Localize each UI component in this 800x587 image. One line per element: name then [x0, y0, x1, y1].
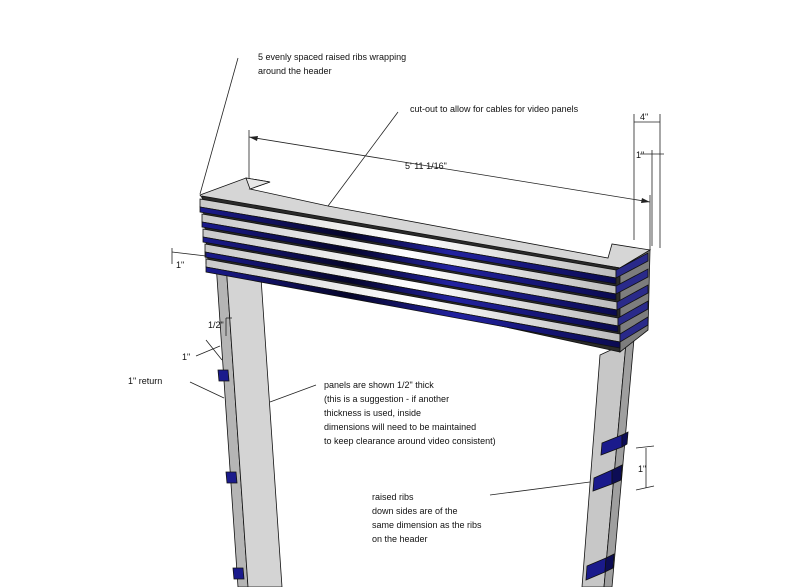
label-ribs-sides-line1: raised ribs — [372, 492, 414, 502]
label-panels-line4: dimensions will need to be maintained — [324, 422, 476, 432]
label-cutout: cut-out to allow for cables for video pa… — [410, 104, 579, 114]
label-ribs-sides-line4: on the header — [372, 534, 428, 544]
dimension-half-inch — [225, 317, 232, 336]
label-dim-1in-left-upper: 1" — [176, 260, 184, 270]
dimension-1in-left-lower — [195, 339, 223, 361]
header-rib — [205, 258, 649, 349]
dimension-4in — [633, 114, 661, 248]
header-rib — [199, 198, 649, 285]
label-dim-half: 1/2" — [208, 320, 224, 330]
label-panels-line5: to keep clearance around video consisten… — [324, 436, 496, 446]
label-ribs-header-line1: 5 evenly spaced raised ribs wrapping — [258, 52, 406, 62]
label-dim-1in-top: 1" — [636, 150, 644, 160]
label-return: 1" return — [128, 376, 162, 386]
label-dim-1in-left-lower: 1" — [182, 352, 190, 362]
header-rib — [202, 228, 649, 317]
label-dim-width: 5' 11 1/16" — [405, 161, 447, 171]
label-ribs-header-line2: around the header — [258, 66, 332, 76]
right-post-rib — [600, 431, 629, 456]
right-post — [581, 338, 635, 587]
dimension-width — [248, 130, 651, 250]
header — [199, 177, 652, 353]
dimension-1in-left-upper — [171, 248, 207, 264]
leader-ribs-header — [199, 57, 239, 195]
label-ribs-sides-line2: down sides are of the — [372, 506, 458, 516]
header-rib — [204, 243, 649, 333]
dimension-1in-right — [635, 445, 655, 491]
leader-return — [189, 381, 225, 399]
label-dim-1in-right: 1" — [638, 464, 646, 474]
label-panels-line1: panels are shown 1/2" thick — [324, 380, 434, 390]
leader-panels — [269, 384, 317, 403]
label-panels-line2: (this is a suggestion - if another — [324, 394, 449, 404]
label-ribs-sides-line3: same dimension as the ribs — [372, 520, 482, 530]
left-post — [215, 262, 283, 587]
left-post-rib — [217, 369, 230, 382]
right-post-rib — [585, 553, 615, 581]
label-panels-line3: thickness is used, inside — [324, 408, 421, 418]
leader-ribs-sides — [489, 481, 591, 496]
leader-cutout — [327, 111, 399, 207]
label-dim-4in: 4" — [640, 112, 648, 122]
left-post-rib — [232, 567, 245, 580]
dimension-1in-top — [640, 150, 664, 246]
left-post-rib — [225, 471, 238, 484]
header-rib — [201, 213, 649, 301]
right-post-rib — [592, 464, 623, 492]
